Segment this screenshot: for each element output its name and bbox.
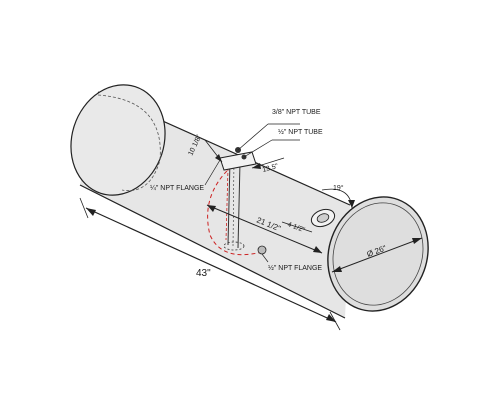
dimension-length: 43" bbox=[79, 197, 341, 331]
fill-angle-label: 19° bbox=[333, 184, 344, 192]
tank-right-end bbox=[327, 196, 429, 312]
dimension-fill-angle: 19° bbox=[321, 184, 355, 209]
hidden-pickup-lines bbox=[207, 165, 263, 256]
fill-neck bbox=[310, 208, 336, 228]
length-label: 43" bbox=[196, 268, 211, 279]
callout-flange-top: ¼" NPT FLANGE bbox=[150, 159, 221, 192]
flange-width-label: 13.5" bbox=[262, 163, 280, 174]
tank-left-end bbox=[70, 84, 166, 196]
callout-flange-bottom: ½" NPT FLANGE bbox=[261, 253, 322, 272]
callout-tube-3-8: 3/8" NPT TUBE bbox=[237, 109, 321, 151]
callout-tube-3-8-label: 3/8" NPT TUBE bbox=[272, 109, 321, 116]
bottom-flange bbox=[257, 245, 267, 255]
callout-flange-top-label: ¼" NPT FLANGE bbox=[150, 185, 204, 192]
callout-flange-bottom-label: ½" NPT FLANGE bbox=[268, 264, 322, 272]
callout-tube-1-2-label: ½" NPT TUBE bbox=[278, 128, 323, 136]
callout-tube-1-2: ½" NPT TUBE bbox=[243, 128, 323, 158]
sending-unit bbox=[219, 147, 257, 251]
